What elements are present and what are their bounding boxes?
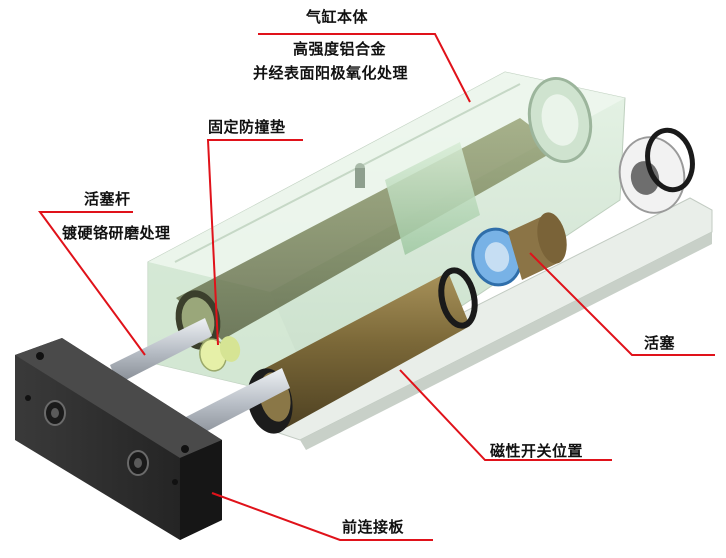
label-bumper: 固定防撞垫	[208, 118, 286, 136]
label-piston: 活塞	[644, 334, 676, 352]
label-rod-detail: 镀硬铬研磨处理	[62, 224, 171, 242]
leader-plate	[211, 492, 433, 541]
upper-bore	[175, 76, 593, 350]
rear-cap	[618, 127, 695, 214]
label-front-plate: 前连接板	[342, 518, 405, 536]
piston	[471, 212, 567, 287]
label-rod-title: 活塞杆	[84, 190, 131, 208]
leader-piston	[529, 252, 715, 356]
bumper	[199, 336, 241, 372]
label-body-detail-2: 并经表面阳极氧化处理	[253, 64, 409, 82]
leader-switch	[399, 369, 612, 461]
leader-rod	[38, 211, 146, 356]
label-body-detail-1: 高强度铝合金	[293, 40, 387, 58]
leader-body	[258, 33, 471, 103]
piston-rods	[110, 318, 290, 440]
front-plate	[15, 338, 222, 540]
leader-lines	[38, 33, 715, 541]
label-body-title: 气缸本体	[306, 8, 369, 26]
leader-bumper	[206, 139, 303, 346]
label-switch-position: 磁性开关位置	[490, 442, 584, 460]
